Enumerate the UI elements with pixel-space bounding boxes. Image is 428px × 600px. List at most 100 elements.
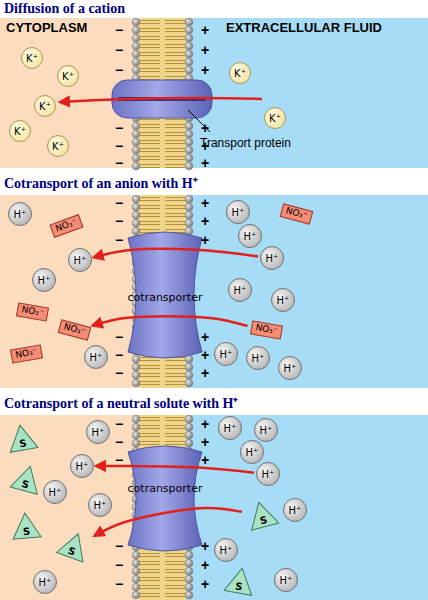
charge-sign: +	[201, 23, 209, 37]
lipid-head	[185, 66, 193, 74]
lipid-tail	[165, 39, 185, 40]
ion-symbol: H⁺	[266, 253, 279, 264]
lipid-head	[132, 551, 140, 559]
lipid-head	[132, 379, 140, 387]
proton: H⁺	[70, 454, 94, 478]
ion-symbol: K⁺	[26, 53, 38, 64]
lipid-head	[132, 575, 140, 583]
charge-sign: +	[201, 196, 209, 210]
lipid-tail	[165, 428, 185, 429]
lipid-tail	[165, 373, 185, 374]
ion-symbol: H⁺	[92, 427, 105, 438]
lipid-head	[185, 211, 193, 219]
lipid-tail	[140, 572, 160, 573]
ion-symbol: NO₃⁻	[254, 323, 278, 337]
charge-sign: +	[201, 63, 209, 77]
lipid-tail	[140, 156, 160, 157]
lipid-head	[185, 138, 193, 146]
ion-symbol: K⁺	[14, 126, 26, 137]
transport-arrow	[95, 508, 242, 536]
lipid-tail	[140, 213, 160, 214]
lipid-tail	[165, 444, 185, 445]
panel-band: Cotransport of a neutral solute with H⁺c…	[0, 390, 428, 600]
lipid-head	[132, 50, 140, 58]
lipid-tail	[140, 60, 160, 61]
lipid-tail	[140, 23, 160, 24]
ion-symbol: H⁺	[280, 575, 293, 586]
lipid-tail	[165, 596, 185, 597]
charge-sign: −	[115, 63, 123, 77]
charge-sign: +	[201, 121, 209, 135]
proton: H⁺	[260, 246, 284, 270]
lipid-tail	[140, 564, 160, 565]
potassium-ion: K⁺	[264, 107, 286, 129]
charge-sign: −	[115, 348, 123, 362]
ion-symbol: H⁺	[277, 295, 290, 306]
lipid-head	[185, 379, 193, 387]
cotransporter-shape	[128, 232, 202, 551]
charge-sign: −	[115, 196, 123, 210]
lipid-tail	[140, 55, 160, 56]
lipid-tail	[165, 135, 185, 136]
lipid-head	[185, 575, 193, 583]
nitrate-ion: NO₃⁻	[49, 214, 83, 238]
lipid-tail	[140, 71, 160, 72]
lipid-tail	[165, 593, 185, 594]
proton: H⁺	[8, 202, 32, 226]
lipid-tail	[140, 441, 160, 442]
nitrate-ion: NO₃⁻	[57, 319, 91, 341]
lipid-tail	[140, 585, 160, 586]
lipid-tail	[165, 585, 185, 586]
lipid-head	[132, 146, 140, 154]
lipid-head	[132, 58, 140, 66]
lipid-tail	[165, 417, 185, 418]
lipid-tail	[165, 208, 185, 209]
lipid-tail	[140, 119, 160, 120]
lipid-tail	[140, 47, 160, 48]
ion-symbol: H⁺	[232, 207, 245, 218]
lipid-tail	[165, 197, 185, 198]
proton: H⁺	[214, 342, 238, 366]
proton: H⁺	[33, 570, 57, 594]
lipid-head	[185, 154, 193, 162]
lipid-head	[185, 18, 193, 26]
lipid-head	[132, 138, 140, 146]
lipid-tail	[165, 569, 185, 570]
lipid-tail	[140, 360, 160, 361]
ion-symbol: H⁺	[220, 545, 233, 556]
ion-symbol: NO₃⁻	[284, 206, 308, 221]
lipid-tail	[165, 200, 185, 201]
lipid-head	[132, 415, 140, 423]
charge-sign: +	[201, 43, 209, 57]
lipid-head	[185, 363, 193, 371]
lipid-tail	[165, 167, 185, 168]
charge-sign: +	[201, 348, 209, 362]
proton: H⁺	[43, 480, 67, 504]
lipid-tail	[140, 197, 160, 198]
lipid-head	[185, 551, 193, 559]
charge-sign: −	[115, 539, 123, 553]
lipid-tail	[165, 577, 185, 578]
charge-sign: −	[115, 435, 123, 449]
lipid-tail	[165, 572, 185, 573]
ion-symbol: H⁺	[76, 461, 89, 472]
protein-name: cotransporter	[128, 292, 203, 304]
lipid-head	[185, 415, 193, 423]
lipid-head	[132, 567, 140, 575]
lipid-head	[185, 34, 193, 42]
lipid-tail	[165, 148, 185, 149]
lipid-tail	[140, 208, 160, 209]
lipid-tail	[165, 360, 185, 361]
charge-sign: −	[115, 453, 123, 467]
lipid-head	[185, 559, 193, 567]
lipid-tail	[140, 376, 160, 377]
potassium-ion: K⁺	[229, 62, 251, 84]
lipid-tail	[165, 205, 185, 206]
ion-symbol: H⁺	[246, 447, 259, 458]
lipid-tail	[140, 444, 160, 445]
lipid-tail	[140, 221, 160, 222]
lipid-tail	[140, 140, 160, 141]
